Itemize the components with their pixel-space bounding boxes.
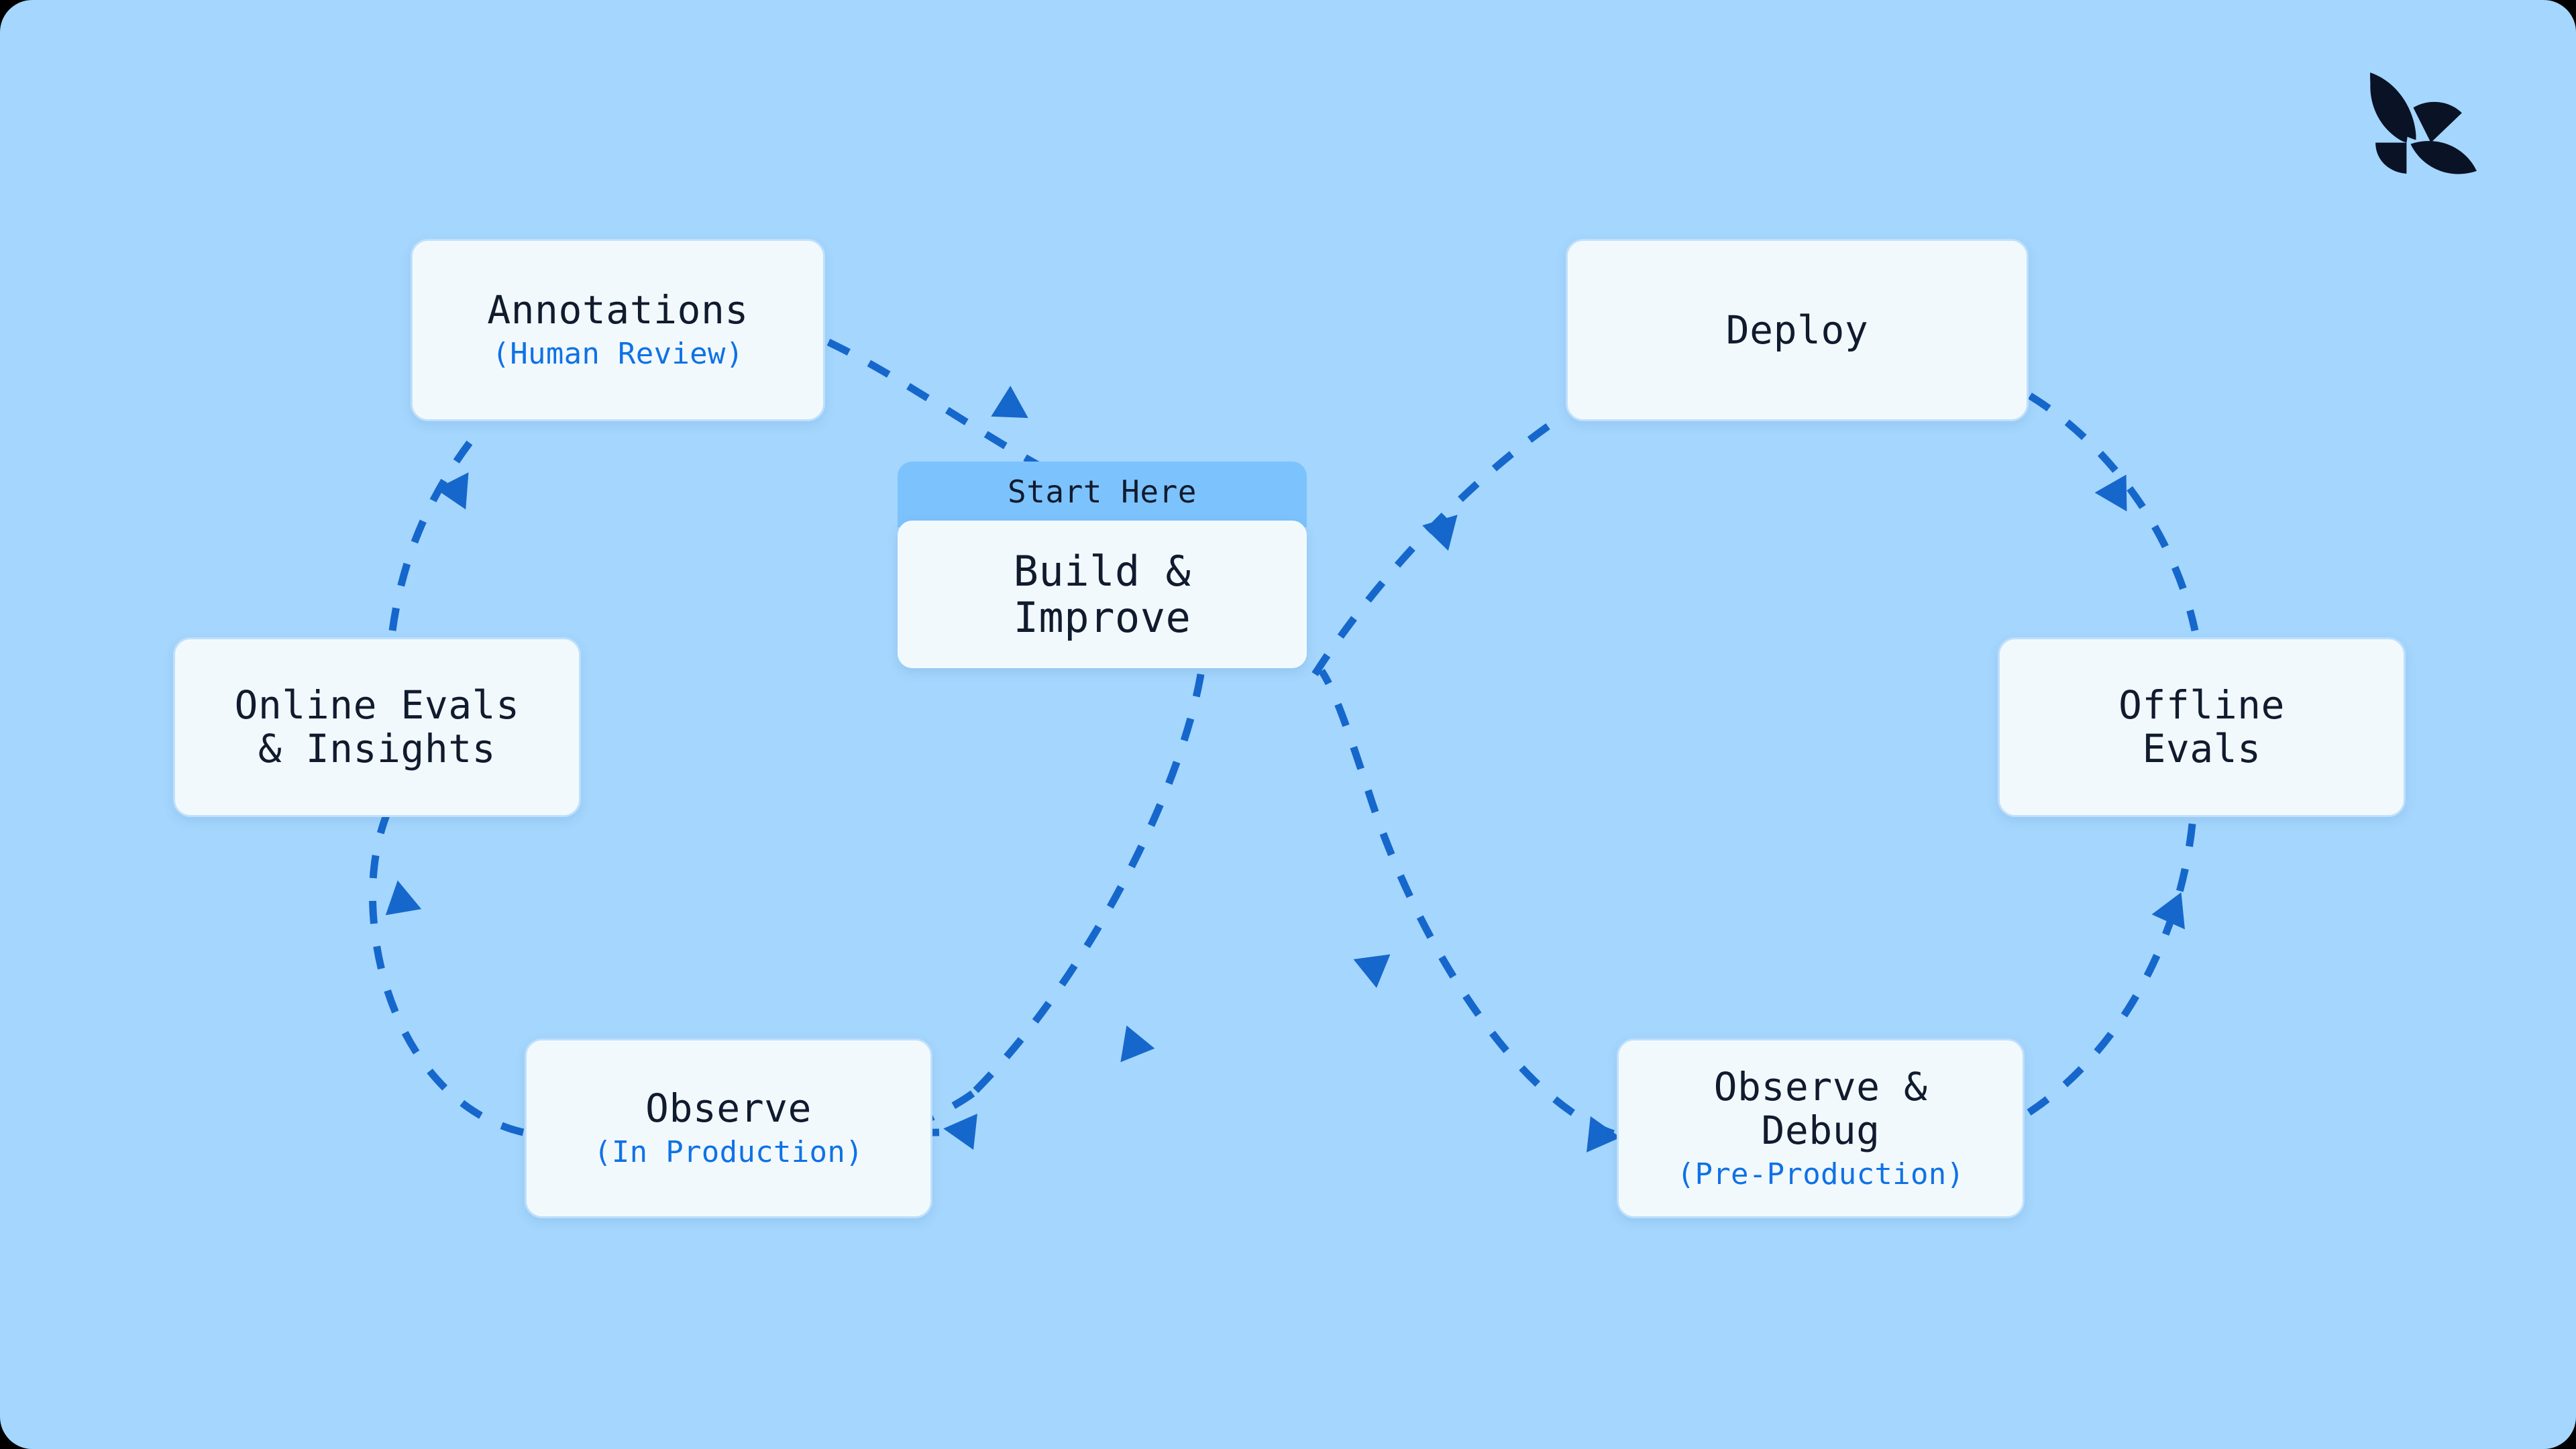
arrow-deploy-to-offline-evals xyxy=(2028,392,2199,632)
node-observe-production-title: Observe xyxy=(645,1085,812,1132)
node-deploy[interactable]: Deploy xyxy=(1566,239,2029,421)
arrow-build-to-deploy xyxy=(1311,413,1566,676)
arrowhead-to-observe-production xyxy=(1120,1025,1155,1063)
arrowhead-to-annotations xyxy=(435,472,469,510)
logo-petal-upper-left-b xyxy=(2370,74,2408,143)
node-observe-production[interactable]: Observe (In Production) xyxy=(525,1038,932,1218)
node-deploy-title: Deploy xyxy=(1725,307,1869,353)
arrowhead-into-observe-production xyxy=(943,1114,977,1150)
node-online-evals[interactable]: Online Evals & Insights xyxy=(173,637,581,817)
node-offline-evals[interactable]: Offline Evals xyxy=(1998,637,2406,817)
node-observe-debug[interactable]: Observe & Debug (Pre-Production) xyxy=(1617,1038,2025,1218)
arrowhead-to-offline-evals xyxy=(2094,474,2127,512)
node-annotations-title: Annotations xyxy=(487,287,749,333)
arrowhead-to-deploy xyxy=(1422,515,1458,551)
arrow-build-to-observe-production xyxy=(970,674,1205,1096)
node-annotations[interactable]: Annotations (Human Review) xyxy=(411,239,825,421)
arrowhead-group xyxy=(385,386,2185,1152)
arrowhead-to-observe-debug-arc xyxy=(2151,892,2185,930)
node-observe-production-subtitle: (In Production) xyxy=(594,1135,863,1170)
logo-petal-lower-right xyxy=(2410,141,2477,174)
logo-petal-right-wedge xyxy=(2413,101,2462,143)
node-build-improve[interactable]: Build & Improve xyxy=(898,521,1307,668)
arrow-online-evals-to-annotations xyxy=(388,440,473,631)
arrowhead-to-online-evals xyxy=(385,880,422,916)
node-annotations-subtitle: (Human Review) xyxy=(492,337,744,372)
arrow-observe-production-to-online-evals xyxy=(368,790,525,1136)
arize-phoenix-logo xyxy=(2370,72,2477,174)
node-offline-evals-title: Offline Evals xyxy=(2118,682,2285,771)
node-observe-debug-title: Observe & Debug xyxy=(1713,1063,1928,1153)
node-observe-debug-subtitle: (Pre-Production) xyxy=(1676,1157,1965,1191)
arrow-observe-debug-to-build xyxy=(1318,668,1615,1138)
node-build-improve-title: Build & Improve xyxy=(1013,546,1191,642)
arrow-offline-evals-to-observe-debug xyxy=(2025,823,2196,1117)
arrowhead-to-build-top xyxy=(991,386,1028,419)
start-here-label: Start Here xyxy=(1008,474,1197,510)
node-online-evals-title: Online Evals & Insights xyxy=(234,682,520,771)
logo-petal-lower-left-wedge xyxy=(2375,142,2407,174)
arrowhead-to-build-from-debug xyxy=(1353,954,1391,988)
start-here-badge: Start Here xyxy=(898,462,1307,527)
build-improve-group[interactable]: Start Here Build & Improve xyxy=(898,462,1307,668)
arrowhead-into-observe-debug xyxy=(1587,1116,1621,1152)
